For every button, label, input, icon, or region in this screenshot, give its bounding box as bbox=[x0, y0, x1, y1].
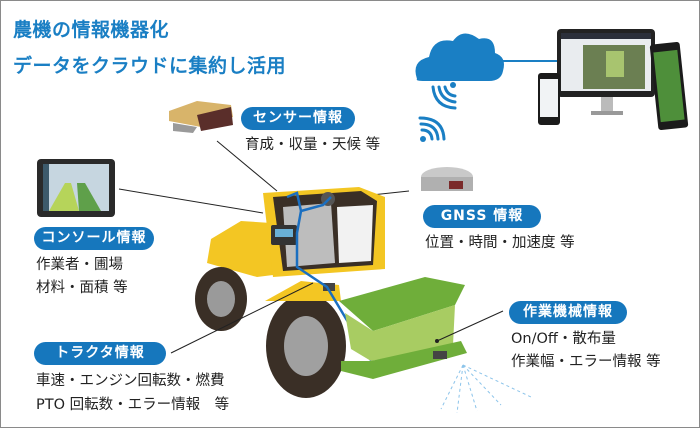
implement-info-desc-2: 作業幅・エラー情報 等 bbox=[511, 354, 661, 370]
gnss-info-desc: 位置・時間・加速度 等 bbox=[425, 235, 575, 251]
tractor-info-badge: トラクタ情報 bbox=[34, 342, 166, 365]
console-info-badge: コンソール情報 bbox=[34, 227, 154, 250]
console-info-desc-1: 作業者・圃場 bbox=[36, 257, 123, 273]
wifi-signal-icon bbox=[418, 82, 457, 142]
console-info-desc-2: 材料・面積 等 bbox=[36, 280, 128, 296]
title-line-2: データをクラウドに集約し活用 bbox=[13, 55, 287, 77]
cloud-icon bbox=[415, 33, 561, 81]
implement-info-badge: 作業機械情報 bbox=[509, 301, 627, 324]
gnss-receiver-icon bbox=[334, 167, 473, 200]
console-display-icon bbox=[37, 159, 264, 217]
title-line-1: 農機の情報機器化 bbox=[13, 19, 170, 41]
sensor-info-desc: 育成・収量・天候 等 bbox=[245, 137, 381, 153]
tractor-info-desc-1: 車速・エンジン回転数・燃費 bbox=[36, 373, 225, 389]
tractor-info-desc-2: PTO 回転数・エラー情報 等 bbox=[36, 397, 230, 413]
devices-icon bbox=[538, 29, 689, 131]
implement-illustration bbox=[339, 277, 532, 414]
sensor-info-badge: センサー情報 bbox=[241, 107, 355, 130]
tractor-illustration bbox=[170, 187, 438, 398]
sensor-device-icon bbox=[169, 101, 233, 133]
gnss-info-badge: GNSS 情報 bbox=[423, 205, 541, 228]
implement-info-desc-1: On/Off・散布量 bbox=[511, 331, 616, 347]
